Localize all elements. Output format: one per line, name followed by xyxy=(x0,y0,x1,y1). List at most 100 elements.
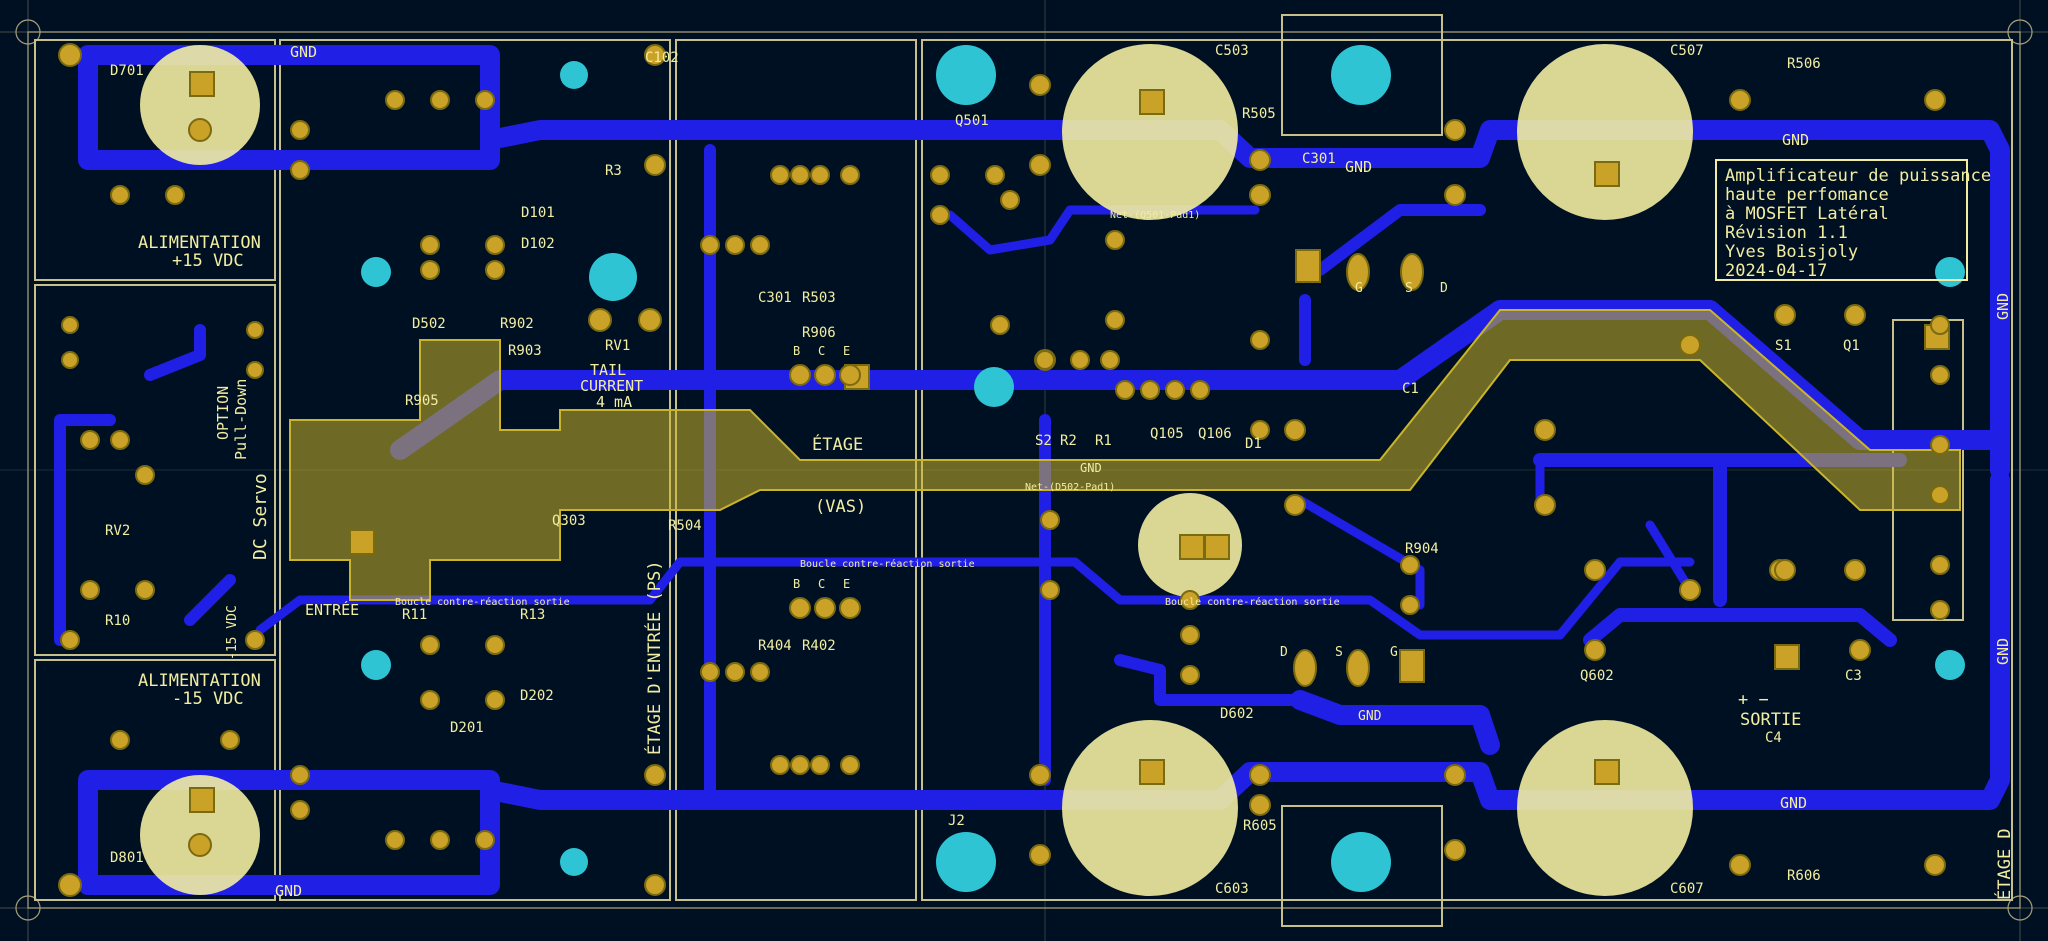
ref-d701: D701 xyxy=(110,63,144,79)
ref-r506: R506 xyxy=(1787,56,1821,72)
ref-q204: R13 xyxy=(520,607,545,623)
ref-r605: R605 xyxy=(1243,818,1277,834)
title-line-2: haute perfomance xyxy=(1725,185,1889,205)
q502-g-label: G xyxy=(1355,281,1363,296)
alim-neg-line1: ALIMENTATION xyxy=(138,671,261,691)
ref-c507: C507 xyxy=(1670,43,1704,59)
dc-servo-label: DC Servo xyxy=(250,473,271,560)
ref-r305: C301 xyxy=(758,290,792,306)
ref-r504: C1 xyxy=(1402,381,1419,397)
gnd-label-top-mid: GND xyxy=(1345,158,1372,176)
gnd-label-right-lower: GND xyxy=(1994,638,2012,665)
ref-c401: R402 xyxy=(802,638,836,654)
silkscreen-labels: GND GND GND GND GND GND GND ALIMENTATION… xyxy=(138,43,2015,900)
current-label: CURRENT xyxy=(580,377,643,395)
title-block: Amplificateur de puissance haute perfoma… xyxy=(1715,159,1992,281)
sortie-label: SORTIE xyxy=(1740,710,1801,730)
copper-front xyxy=(289,309,1961,601)
ref-c102: C102 xyxy=(645,50,679,66)
ref-q303: R906 xyxy=(802,325,836,341)
reference-designators: D701 C102 Q501 C503 R505 C507 R506 C301 … xyxy=(105,43,1862,897)
ref-q106: R903 xyxy=(508,343,542,359)
ref-c3: Q602 xyxy=(1580,668,1614,684)
ref-r604: R904 xyxy=(1405,541,1439,557)
gnd-label-right-upper: GND xyxy=(1994,293,2012,320)
q502-d-label: D xyxy=(1440,281,1448,296)
q602-s-label: S xyxy=(1335,645,1343,660)
ref-c301: R503 xyxy=(802,290,836,306)
boucle-label-2: Boucle contre-réaction sortie xyxy=(800,558,975,570)
ref-c4: C3 xyxy=(1845,668,1862,684)
q403-e-label: E xyxy=(843,577,850,591)
ref-q2: Q106 xyxy=(1198,426,1232,442)
ref-r606: R606 xyxy=(1787,868,1821,884)
etage-entree-label: ÉTAGE D'ENTRÉE (PS) xyxy=(643,561,665,755)
boucle-label-1: Boucle contre-réaction sortie xyxy=(395,596,570,608)
ref-c1: R905 xyxy=(405,393,439,409)
q502-s-label: S xyxy=(1405,281,1413,296)
title-line-6: 2024-04-17 xyxy=(1725,261,1828,281)
q303-b-label: B xyxy=(793,344,800,358)
ref-q105: R902 xyxy=(500,316,534,332)
option-label: OPTION xyxy=(214,386,232,440)
alim-neg-line2: -15 VDC xyxy=(172,689,244,709)
alim-pos-line1: ALIMENTATION xyxy=(138,233,261,253)
ref-c607: C607 xyxy=(1670,881,1704,897)
q303-e-label: E xyxy=(843,344,850,358)
capacitors xyxy=(140,44,1693,896)
ref-r11: D1 xyxy=(1245,436,1262,452)
ref-r9: R1 xyxy=(1095,433,1112,449)
ref-r3: R3 xyxy=(605,163,622,179)
ref-r505: R505 xyxy=(1242,106,1276,122)
tail-ma-label: 4 mA xyxy=(596,393,632,411)
ref-r13: S1 xyxy=(1775,338,1792,354)
net-q501-label: Net-(Q501-Pad1) xyxy=(1110,210,1200,221)
gnd-label-bottom-mid: GND xyxy=(1358,709,1382,724)
ref-r205: Q303 xyxy=(552,513,586,529)
ref-d102: D102 xyxy=(521,236,555,252)
ref-d902: RV2 xyxy=(105,523,130,539)
gnd-label-center: GND xyxy=(1080,461,1102,475)
sortie-pm-label: + − xyxy=(1738,690,1769,710)
ref-j2: C4 xyxy=(1765,730,1782,746)
ref-d901: R10 xyxy=(105,613,130,629)
ref-rv1: RV1 xyxy=(605,338,630,354)
q403-b-label: B xyxy=(793,577,800,591)
title-line-3: à MOSFET Latéral xyxy=(1725,204,1889,224)
q303-c-label: C xyxy=(818,344,825,358)
q403-c-label: C xyxy=(818,577,825,591)
neg15-label: -15 VDC xyxy=(225,605,240,660)
q602-g-label: G xyxy=(1390,645,1398,660)
boucle-label-3: Boucle contre-réaction sortie xyxy=(1165,596,1340,608)
title-line-5: Yves Boisjoly xyxy=(1725,242,1859,262)
alim-pos-line2: +15 VDC xyxy=(172,251,244,271)
tail-label: TAIL xyxy=(590,361,626,379)
ref-q104: D502 xyxy=(412,316,446,332)
ref-c102-dup: C301 xyxy=(1302,151,1336,167)
mounting-holes xyxy=(361,45,1965,892)
gnd-label-bottom-left: GND xyxy=(275,882,302,900)
ref-q601: J2 xyxy=(948,813,965,829)
entree-label: ENTRÉE xyxy=(305,600,359,619)
ref-q205: R11 xyxy=(402,607,427,623)
ref-c503: C503 xyxy=(1215,43,1249,59)
vas-label: (VAS) xyxy=(815,497,866,517)
ref-r405: R404 xyxy=(758,638,792,654)
gnd-label-top-right: GND xyxy=(1782,131,1809,149)
ref-c605: D602 xyxy=(1220,706,1254,722)
title-line-1: Amplificateur de puissance xyxy=(1725,166,1992,186)
ref-rv2: S2 xyxy=(1035,433,1052,449)
ref-q501: Q501 xyxy=(955,113,989,129)
title-line-4: Révision 1.1 xyxy=(1725,223,1848,243)
gnd-label-bottom-right: GND xyxy=(1780,794,1807,812)
pads xyxy=(58,43,1950,897)
etage-d-label: ÉTAGE D xyxy=(1993,828,2015,900)
ref-d202: D202 xyxy=(520,688,554,704)
q602-d-label: D xyxy=(1280,645,1288,660)
ref-q1: Q105 xyxy=(1150,426,1184,442)
ref-r7: R504 xyxy=(668,518,702,534)
ref-r14: Q1 xyxy=(1843,338,1860,354)
pulldown-label: Pull-Down xyxy=(232,379,250,460)
net-d502-label: Net-(D502-Pad1) xyxy=(1025,482,1115,493)
